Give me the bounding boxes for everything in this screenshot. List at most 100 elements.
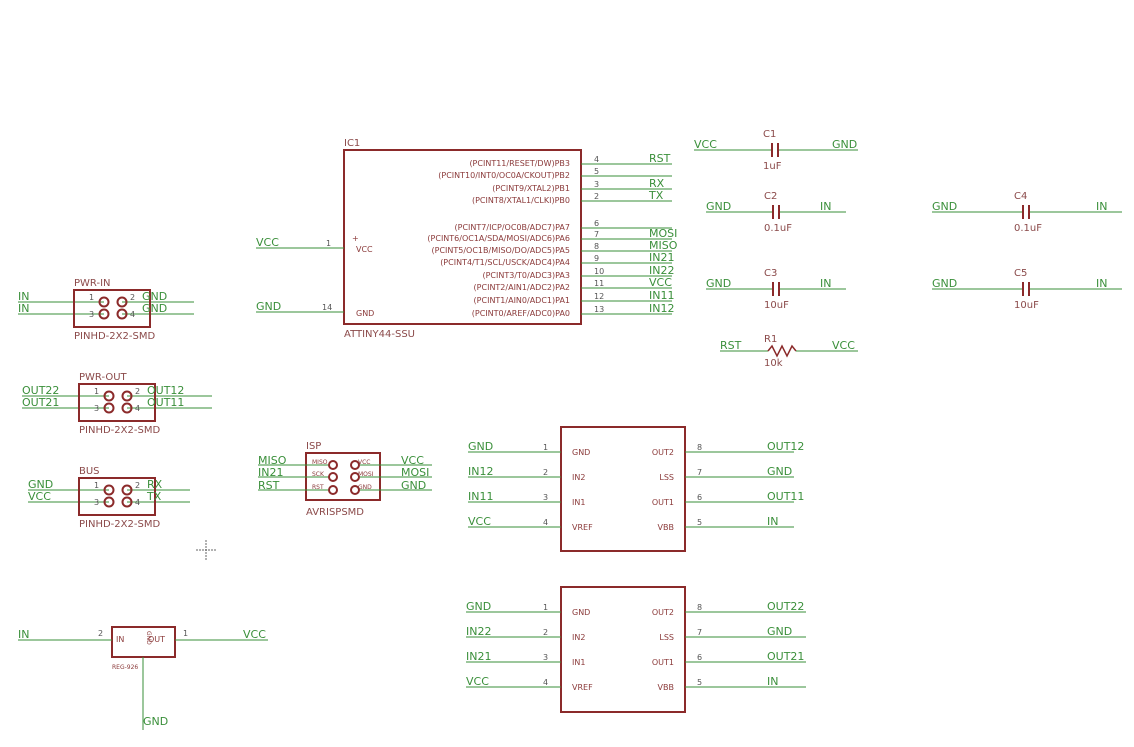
regulator-gnd-net: GND	[143, 715, 168, 728]
isp-pin-label: SCK	[312, 471, 325, 478]
ic1-pin-label: (PCINT4/T1/SCL/USCK/ADC4)PA4	[440, 258, 570, 267]
header-pad	[103, 390, 115, 402]
ic1-pin-number: 9	[594, 254, 599, 263]
crosshair-cursor-icon	[196, 540, 216, 560]
header-body[interactable]	[78, 383, 156, 422]
driver-body[interactable]	[560, 586, 686, 713]
header-pad	[103, 484, 115, 496]
driver-net: IN12	[468, 465, 493, 478]
driver-pin-number: 2	[543, 628, 548, 637]
ic1[interactable]: IC1 ATTINY44-SSU + VCC GND 1 14 VCC GND …	[256, 138, 678, 340]
driver-net: IN11	[468, 490, 493, 503]
regulator[interactable]: IN OUT GND REG-926 2 1 IN VCC GND	[18, 626, 268, 730]
driver-net: GND	[767, 625, 792, 638]
driver-pin-label: OUT2	[652, 608, 674, 617]
capacitor-value: 10uF	[764, 300, 789, 311]
driver-pin-number: 5	[697, 518, 702, 527]
ic1-pin-number: 13	[594, 305, 604, 314]
isp-pad	[328, 485, 338, 495]
ic1-body[interactable]	[343, 149, 582, 325]
driver-net: IN	[767, 515, 778, 528]
capacitor-right-net: GND	[832, 138, 857, 151]
header-pin-number: 2	[130, 293, 135, 302]
isp-value: AVRISPSMD	[306, 507, 364, 518]
header-ref: PWR-OUT	[79, 372, 128, 383]
resistor-r1[interactable]: R1 10k RST VCC	[720, 334, 858, 369]
header-pin-number: 1	[94, 387, 99, 396]
driver-pin-label: OUT1	[652, 658, 674, 667]
driver-pin-number: 7	[697, 628, 702, 637]
ic1-value: ATTINY44-SSU	[344, 329, 415, 340]
driver-pin-label: OUT2	[652, 448, 674, 457]
header-ref: PWR-IN	[74, 278, 111, 289]
header-value: PINHD-2X2-SMD	[74, 331, 155, 342]
driver-net: OUT12	[767, 440, 804, 453]
capacitor-left-net: GND	[706, 277, 731, 290]
r1-ref: R1	[764, 334, 777, 345]
header-pin-number: 1	[94, 481, 99, 490]
r1-left-net: RST	[720, 339, 742, 352]
isp-pin-label: MISO	[312, 459, 328, 466]
header-net: IN	[18, 290, 29, 303]
driver-pin-number: 1	[543, 443, 548, 452]
capacitor-right-net: IN	[820, 277, 831, 290]
driver-pin-number: 6	[697, 493, 702, 502]
isp-pad	[328, 460, 338, 470]
driver-pin-label: GND	[572, 608, 590, 617]
capacitor-ref: C1	[763, 129, 776, 140]
capacitor-left-net: VCC	[694, 138, 717, 151]
header-pin-number: 4	[135, 404, 140, 413]
driver-net: OUT11	[767, 490, 804, 503]
header-pin-number: 4	[130, 310, 135, 319]
driver-pin-label: IN1	[572, 658, 585, 667]
driver-pin-number: 3	[543, 493, 548, 502]
r1-value: 10k	[764, 358, 783, 369]
driver-pin-number: 6	[697, 653, 702, 662]
ic1-pin-label: (PCINT3/T0/ADC3)PA3	[482, 271, 570, 280]
isp-net: MOSI	[401, 466, 429, 479]
isp-net: MISO	[258, 454, 287, 467]
driver-pin-label: GND	[572, 448, 590, 457]
driver-pin-number: 3	[543, 653, 548, 662]
header-pwr-out[interactable]: 1324PWR-OUTPINHD-2X2-SMDOUT22OUT21OUT12O…	[22, 372, 212, 436]
header-body[interactable]	[73, 289, 151, 328]
header-body[interactable]	[78, 477, 156, 516]
driver-pin-label: IN2	[572, 633, 585, 642]
capacitor-left-net: GND	[706, 200, 731, 213]
capacitor-right-net: IN	[820, 200, 831, 213]
isp-pin-label: MOSI	[358, 471, 374, 478]
ic1-gnd-pin: 14	[322, 303, 332, 312]
header-net: TX	[146, 490, 162, 503]
regulator-gnd-label: GND	[145, 631, 152, 645]
ic1-pin-label: (PCINT5/OC1B/MISO/DO/ADC5)PA5	[432, 246, 571, 255]
ic1-pin-number: 7	[594, 230, 599, 239]
capacitor-value: 10uF	[1014, 300, 1039, 311]
ic1-pin-net: VCC	[649, 276, 672, 289]
header-pad	[116, 296, 128, 308]
driver-net: OUT22	[767, 600, 804, 613]
driver-pin-label: LSS	[659, 633, 674, 642]
ic1-pin-net: IN11	[649, 289, 674, 302]
regulator-in-label: IN	[116, 635, 124, 644]
header-net: OUT11	[147, 396, 184, 409]
header-pin-number: 2	[135, 387, 140, 396]
header-pin-number: 3	[89, 310, 94, 319]
ic1-pin-number: 3	[594, 180, 599, 189]
isp-pin-label: VCC	[358, 459, 370, 466]
driver-net: IN21	[466, 650, 491, 663]
capacitor-left-net: GND	[932, 277, 957, 290]
driver-body[interactable]	[560, 426, 686, 552]
capacitor-value: 0.1uF	[764, 223, 792, 234]
